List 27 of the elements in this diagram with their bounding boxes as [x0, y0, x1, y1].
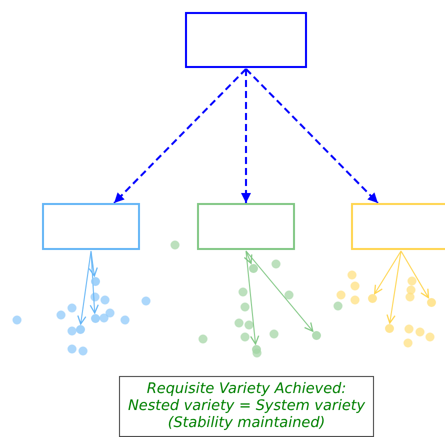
note-box [119, 376, 374, 437]
empty-box [42, 203, 140, 250]
empty-box [185, 12, 307, 68]
scatter-dot [384, 324, 394, 332]
scatter-dot [312, 330, 320, 340]
arrow [113, 68, 247, 204]
arrow [400, 250, 430, 298]
scatter-dot [368, 294, 376, 302]
arrow [246, 250, 260, 345]
arrow [386, 250, 402, 324]
arrow [88, 250, 98, 277]
scatter-dot [76, 324, 84, 334]
scatter-dot [90, 314, 100, 322]
arrow [241, 69, 251, 203]
arrow [77, 250, 92, 325]
scatter-dot [252, 344, 260, 354]
arrow [90, 250, 99, 314]
arrow [244, 250, 252, 264]
empty-box [197, 203, 295, 250]
arrow [374, 250, 402, 294]
scatter-dot [426, 298, 436, 306]
conclusion-text: Requisite Variety Achieved: Nested variety = System variety (Stability maintained) [126, 381, 366, 432]
arrow [246, 250, 314, 332]
scatter-dot [248, 264, 258, 272]
empty-box [351, 203, 445, 250]
arrow [245, 68, 379, 204]
scatter-dot [90, 276, 100, 286]
